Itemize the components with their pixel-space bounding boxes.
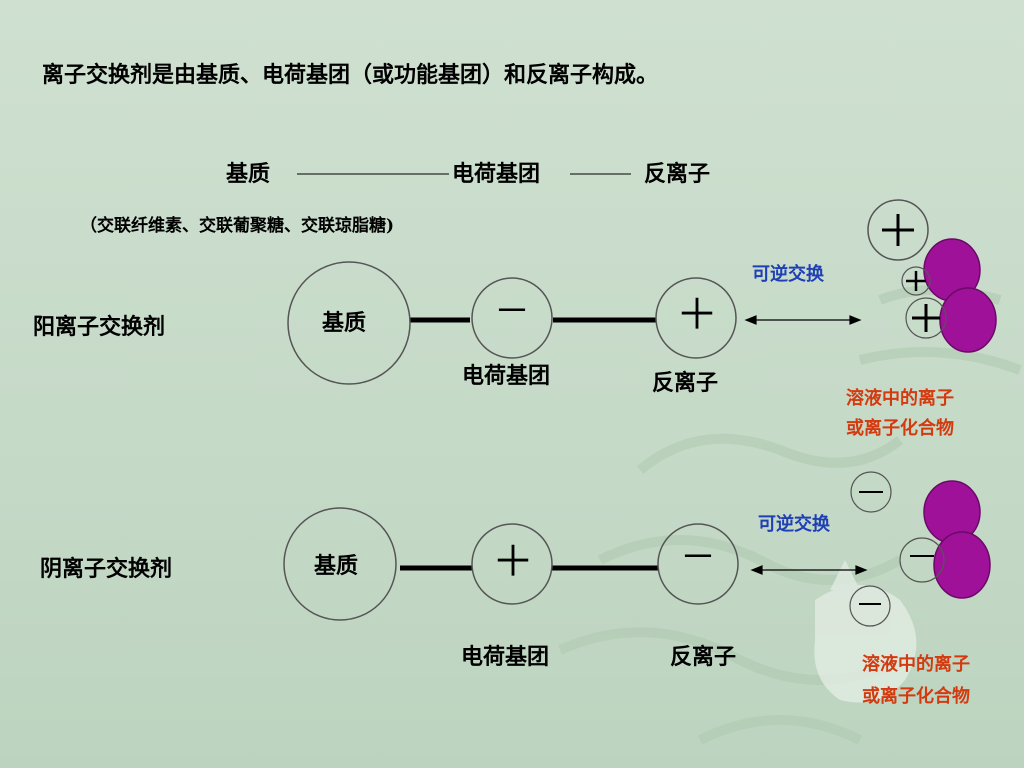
cation-solution-ion-mid <box>901 266 931 296</box>
anion-exchange-label: 可逆交换 <box>758 514 830 535</box>
cation-solution-label-2: 或离子化合物 <box>846 418 954 439</box>
cation-matrix-circle <box>287 261 411 385</box>
anion-group-symbol: ＋ <box>492 537 535 586</box>
anion-solution-ion-mid <box>899 537 945 583</box>
anion-counter-label: 反离子 <box>670 644 737 670</box>
cation-solution-label-1: 溶液中的离子 <box>846 388 954 409</box>
cation-exchange-label: 可逆交换 <box>752 264 824 285</box>
anion-matrix-circle <box>283 507 397 621</box>
matrix-examples: （交联纤维素、交联葡聚糖、交联琼脂糖) <box>80 216 395 236</box>
cation-counter-circle <box>655 277 737 359</box>
anion-group-label: 电荷基团 <box>461 644 550 670</box>
structure-charged-group: 电荷基团 <box>452 161 541 187</box>
cation-solution-plus-mid <box>906 271 926 291</box>
cation-solution-ion-top <box>867 199 929 261</box>
cation-group-label: 电荷基团 <box>462 363 551 389</box>
cation-exchange-arrow <box>744 315 862 325</box>
cation-matrix-label: 基质 <box>322 310 367 336</box>
anion-solution-label-1: 溶液中的离子 <box>862 654 970 675</box>
cation-solution-ion-low <box>905 297 947 339</box>
anion-counter-symbol: － <box>680 537 717 578</box>
structure-counter-ion: 反离子 <box>644 161 711 187</box>
anion-group-circle <box>471 523 553 605</box>
anion-exchange-arrow <box>750 565 868 575</box>
slide-title: 离子交换剂是由基质、电荷基团（或功能基团）和反离子构成。 <box>42 62 659 88</box>
anion-solution-ion-low <box>849 585 891 627</box>
anion-matrix-label: 基质 <box>314 553 359 579</box>
cation-counter-label: 反离子 <box>652 370 719 396</box>
cation-counter-symbol: ＋ <box>676 290 719 339</box>
anion-blob-2 <box>933 531 991 599</box>
cation-exchanger-label: 阳离子交换剂 <box>33 314 166 340</box>
anion-counter-circle <box>657 523 739 605</box>
cation-blob-2 <box>939 287 997 353</box>
cation-group-circle <box>471 277 553 359</box>
anion-solution-ion-top <box>850 471 892 513</box>
cation-solution-plus-top <box>882 214 914 246</box>
cation-solution-plus-low <box>912 304 940 332</box>
cation-group-symbol: － <box>494 291 531 332</box>
anion-solution-label-2: 或离子化合物 <box>862 686 970 707</box>
anion-exchanger-label: 阴离子交换剂 <box>40 556 173 582</box>
structure-matrix: 基质 <box>226 161 271 187</box>
